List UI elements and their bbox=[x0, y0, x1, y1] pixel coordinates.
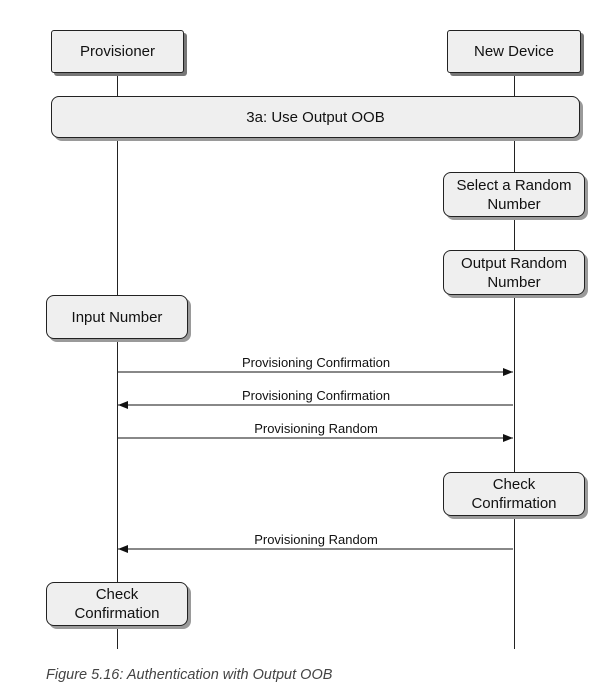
device-check-confirmation-step: Check Confirmation bbox=[443, 472, 585, 516]
new-device-lifeline bbox=[514, 75, 515, 649]
message-label-1: Provisioning Confirmation bbox=[241, 355, 391, 370]
use-output-oob-banner: 3a: Use Output OOB bbox=[51, 96, 580, 138]
provisioner-check-confirmation-step: Check Confirmation bbox=[46, 582, 188, 626]
message-label-3: Provisioning Random bbox=[254, 421, 378, 436]
output-random-number-step: Output Random Number bbox=[443, 250, 585, 295]
message-label-4: Provisioning Random bbox=[254, 532, 378, 547]
figure-caption: Figure 5.16: Authentication with Output … bbox=[46, 667, 333, 683]
provisioner-actor: Provisioner bbox=[51, 30, 184, 73]
select-random-number-step: Select a Random Number bbox=[443, 172, 585, 217]
provisioner-lifeline bbox=[117, 75, 118, 649]
input-number-step: Input Number bbox=[46, 295, 188, 339]
message-label-2: Provisioning Confirmation bbox=[241, 388, 391, 403]
new-device-actor: New Device bbox=[447, 30, 581, 73]
